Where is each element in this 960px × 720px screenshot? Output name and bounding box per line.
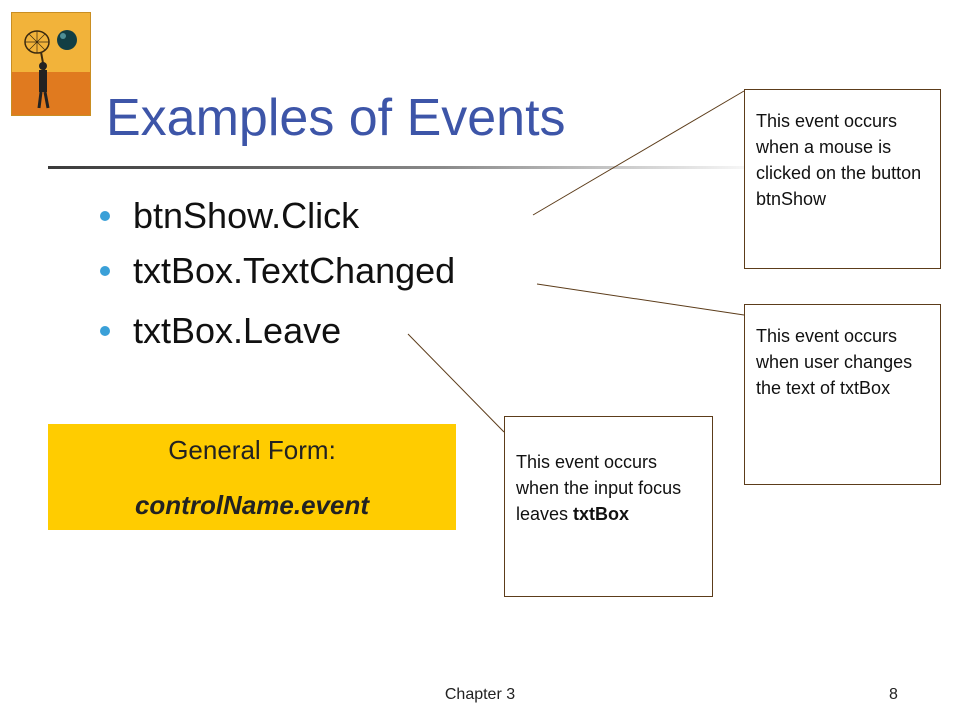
footer-chapter: Chapter 3: [444, 686, 516, 703]
callout-leave-control: txtBox: [573, 504, 630, 524]
bullet-dot-icon: [100, 211, 110, 221]
callout-text-changed-text: This event occurs when user changes the …: [756, 326, 913, 398]
bullet-dot-icon: [100, 326, 110, 336]
bullet-text: btnShow.Click: [133, 195, 360, 236]
clipart-net-globe-icon: [11, 12, 91, 116]
callout-leave: This event occurs when the input focus l…: [504, 416, 713, 597]
general-form-box: General Form: controlName.event: [48, 424, 456, 530]
bullet-dot-icon: [100, 266, 110, 276]
page-number: 8: [889, 686, 898, 703]
bullet-text: txtBox.TextChanged: [133, 250, 456, 291]
connector-leave: [407, 333, 505, 433]
slide-title: Examples of Events: [106, 89, 566, 147]
callout-leave-text: This event occurs when the input focus l…: [516, 452, 682, 524]
general-form-label: General Form:: [168, 435, 336, 465]
bullet-text: txtBox.Leave: [133, 310, 342, 351]
connector-text-changed: [536, 283, 745, 316]
callout-click-text: This event occurs when a mouse is clicke…: [756, 111, 922, 209]
callout-text-changed: This event occurs when user changes the …: [744, 304, 941, 485]
title-divider: [48, 166, 768, 169]
callout-click: This event occurs when a mouse is clicke…: [744, 89, 941, 269]
general-form-syntax: controlName.event: [134, 490, 370, 520]
